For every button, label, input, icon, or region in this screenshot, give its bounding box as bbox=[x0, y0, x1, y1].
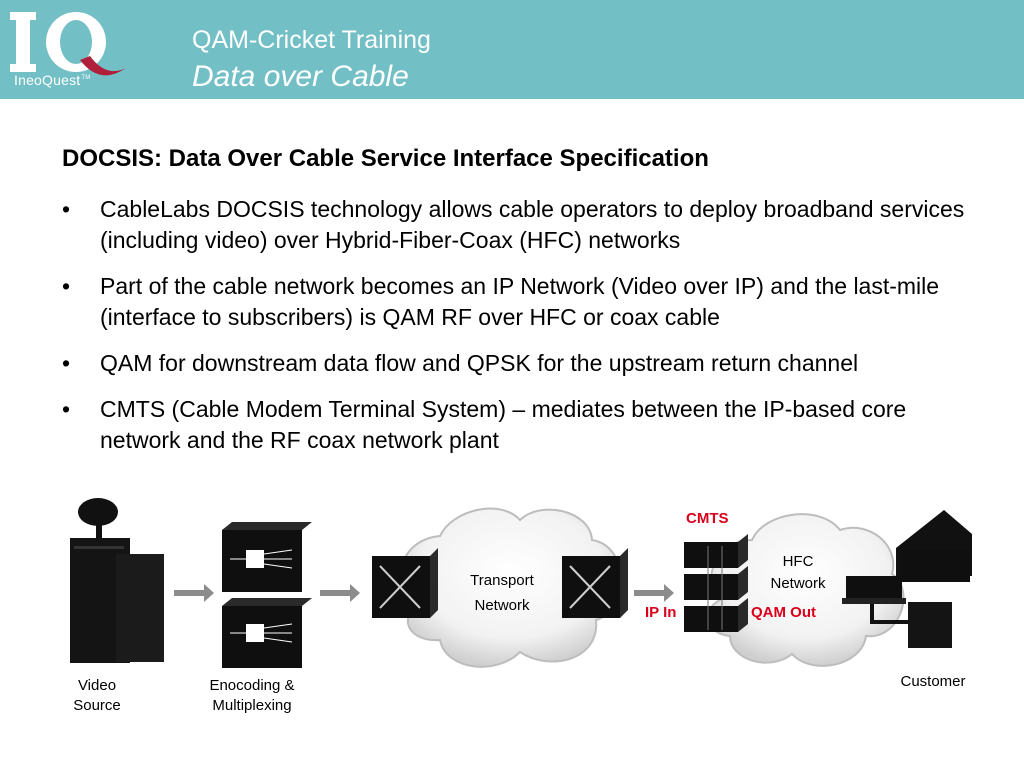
slide-title: QAM-Cricket Training bbox=[192, 26, 431, 54]
cmts-label: CMTS bbox=[686, 510, 729, 527]
bullet-icon: • bbox=[62, 196, 71, 222]
ip-in-label: IP In bbox=[645, 604, 677, 621]
cmts-icon bbox=[684, 534, 748, 632]
transport-label-line: Transport bbox=[470, 572, 534, 589]
customer-label: Customer bbox=[900, 673, 966, 690]
hfc-label-line: HFC bbox=[782, 553, 814, 570]
video-source-icon bbox=[70, 498, 164, 663]
encoding-label: Enocoding & Multiplexing bbox=[209, 677, 295, 714]
arrow-right-icon bbox=[634, 584, 674, 602]
header-bar: IneoQuestTM QAM-Cricket Training Data ov… bbox=[0, 0, 1024, 99]
list-item: • QAM for downstream data flow and QPSK f… bbox=[62, 348, 982, 379]
arrow-right-icon bbox=[320, 584, 360, 602]
list-item: • CableLabs DOCSIS technology allows cabl… bbox=[62, 194, 982, 256]
bullet-list: • CableLabs DOCSIS technology allows cabl… bbox=[62, 194, 982, 471]
transport-label-line: Network bbox=[474, 597, 530, 614]
multiplexer-icon bbox=[222, 598, 312, 668]
ineoquest-logo bbox=[10, 12, 126, 76]
bullet-text: QAM for downstream data flow and QPSK fo… bbox=[100, 350, 859, 376]
section-heading: DOCSIS: Data Over Cable Service Interfac… bbox=[62, 145, 709, 172]
hfc-network-label: HFC Network bbox=[756, 551, 840, 595]
video-source-label: Video Source bbox=[73, 677, 121, 714]
router-icon bbox=[562, 548, 628, 618]
customer-icon bbox=[842, 510, 972, 648]
router-icon bbox=[372, 548, 438, 618]
qam-out-label: QAM Out bbox=[751, 604, 816, 621]
bullet-text: CableLabs DOCSIS technology allows cable… bbox=[100, 196, 965, 253]
arrow-right-icon bbox=[174, 584, 214, 602]
logo-wordmark: IneoQuestTM bbox=[14, 72, 91, 88]
bullet-text: Part of the cable network becomes an IP … bbox=[100, 273, 940, 330]
network-diagram: Video Source Enocoding & Multiplexing Tr… bbox=[0, 490, 1024, 768]
bullet-text: CMTS (Cable Modem Terminal System) – med… bbox=[100, 396, 907, 453]
transport-network-label: Transport Network bbox=[452, 568, 552, 618]
encoder-icon bbox=[222, 522, 312, 592]
hfc-label-line: Network bbox=[770, 575, 826, 592]
bullet-icon: • bbox=[62, 396, 71, 422]
bullet-icon: • bbox=[62, 350, 71, 376]
bullet-icon: • bbox=[62, 273, 71, 299]
list-item: • Part of the cable network becomes an IP… bbox=[62, 271, 982, 333]
slide-subtitle: Data over Cable bbox=[192, 60, 409, 93]
list-item: • CMTS (Cable Modem Terminal System) – me… bbox=[62, 394, 982, 456]
